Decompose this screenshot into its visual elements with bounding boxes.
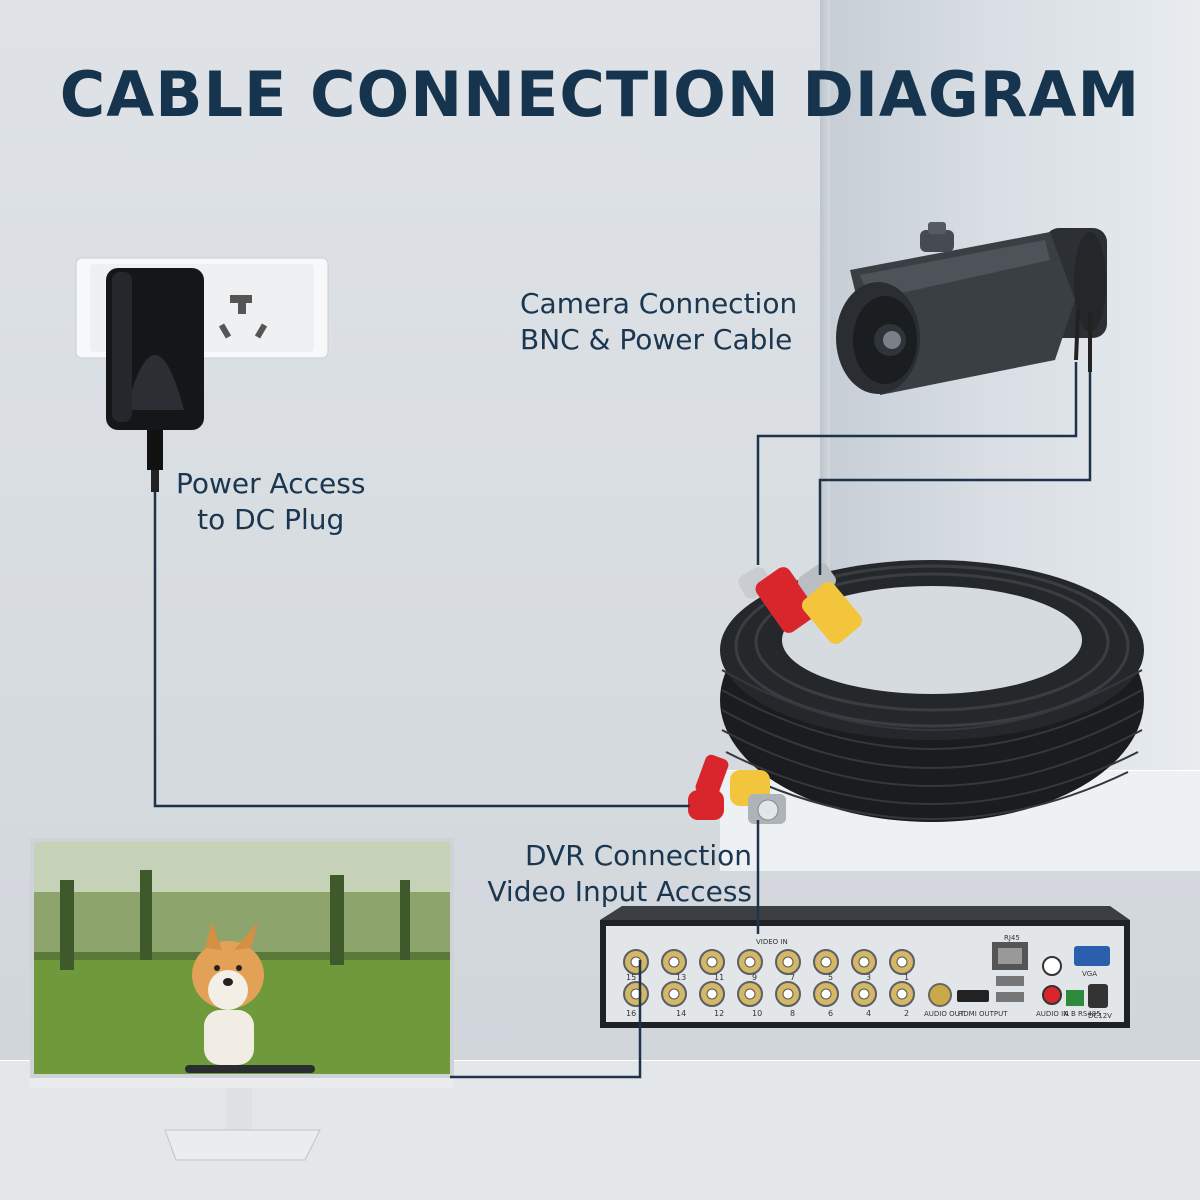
- camera-connection-label: Camera Connection BNC & Power Cable: [520, 286, 797, 358]
- bnc-port-number: 2: [904, 1009, 909, 1018]
- dc12v-label: DC12V: [1088, 1012, 1112, 1020]
- bnc-port-number: 7: [790, 973, 795, 982]
- bnc-port: [775, 981, 801, 1007]
- connector-lines: [153, 362, 1092, 1079]
- bnc-port: [813, 949, 839, 975]
- bnc-port: [737, 981, 763, 1007]
- dvr-label-line2: Video Input Access: [487, 875, 752, 908]
- bnc-port-number: 12: [714, 1009, 724, 1018]
- dvr-video-in-label: VIDEO IN: [756, 938, 788, 946]
- bnc-port-number: 11: [714, 973, 724, 982]
- camera-power-line: [818, 372, 1092, 575]
- diagram-title: CABLE CONNECTION DIAGRAM: [59, 58, 1141, 131]
- bnc-port-number: 10: [752, 1009, 762, 1018]
- bnc-ports-top: 15 13 11 9 7 5 3 1: [623, 949, 915, 982]
- bnc-port: [623, 981, 649, 1007]
- bnc-port: [851, 949, 877, 975]
- bnc-port-number: 16: [626, 1009, 636, 1018]
- bnc-port: [661, 949, 687, 975]
- bnc-port-number: 5: [828, 973, 833, 982]
- dvr-label-line1: DVR Connection: [524, 839, 752, 872]
- audio-in-label: AUDIO IN: [1036, 1010, 1068, 1018]
- bnc-port-number: 6: [828, 1009, 833, 1018]
- camera-label-line1: Camera Connection: [520, 287, 798, 320]
- bullet-camera-icon: [836, 222, 1107, 395]
- bnc-port: [699, 949, 725, 975]
- bnc-port: [813, 981, 839, 1007]
- dvr-recorder-icon: VIDEO IN 15 13 11 9 7 5 3 1 16 14 12 10 8 6 4 2 AUDIO …: [600, 906, 1130, 1028]
- bnc-port-number: 1: [904, 973, 909, 982]
- camera-bnc-line: [756, 362, 1078, 565]
- bnc-port-number: 9: [752, 973, 757, 982]
- bnc-port: [851, 981, 877, 1007]
- hdmi-label: HDMI OUTPUT: [958, 1010, 1008, 1018]
- bnc-port-number: 4: [866, 1009, 871, 1018]
- bnc-port-number: 8: [790, 1009, 795, 1018]
- camera-label-line2: BNC & Power Cable: [520, 323, 793, 356]
- power-access-label: Power Access to DC Plug: [176, 466, 365, 538]
- monitor-icon: [30, 838, 454, 1161]
- monitor-output-line: [450, 960, 642, 1079]
- bnc-port-number: 3: [866, 973, 871, 982]
- cable-coil-icon: [688, 560, 1144, 824]
- power-label-line1: Power Access: [176, 467, 366, 500]
- dvr-connection-label: DVR Connection Video Input Access: [462, 838, 752, 910]
- bnc-port-number: 15: [626, 973, 636, 982]
- power-adapter-icon: [75, 257, 329, 492]
- bnc-port: [889, 981, 915, 1007]
- bnc-port: [737, 949, 763, 975]
- audio-out-label: AUDIO OUT: [924, 1010, 965, 1018]
- bnc-port-number: 14: [676, 1009, 686, 1018]
- bnc-port-number: 13: [676, 973, 686, 982]
- vga-label: VGA: [1082, 970, 1097, 978]
- power-dc-line: [153, 492, 690, 808]
- bnc-ports-bottom: 16 14 12 10 8 6 4 2: [623, 981, 915, 1018]
- bnc-port: [623, 949, 649, 975]
- power-label-line2: to DC Plug: [197, 503, 345, 536]
- rs485-label: A B RS485: [1064, 1010, 1101, 1018]
- bnc-port: [661, 981, 687, 1007]
- rj45-label: RJ45: [1004, 934, 1020, 942]
- bnc-port: [699, 981, 725, 1007]
- bnc-port: [775, 949, 801, 975]
- bnc-port: [889, 949, 915, 975]
